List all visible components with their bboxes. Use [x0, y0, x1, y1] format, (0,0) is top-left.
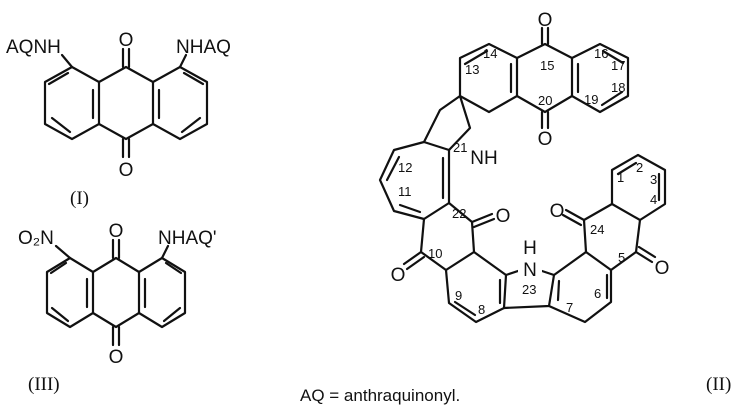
I-oxygen-bottom: O	[119, 160, 134, 181]
II-num-15: 15	[540, 58, 554, 73]
I-substituent-right: NHAQ	[176, 37, 231, 58]
II-oxygen-15: O	[538, 10, 553, 31]
II-num-18: 18	[611, 80, 625, 95]
II-num-14: 14	[483, 46, 497, 61]
II-num-9: 9	[455, 288, 462, 303]
II-num-16: 16	[594, 46, 608, 61]
figure-caption: AQ = anthraquinonyl.	[300, 386, 460, 405]
II-oxygen-5: O	[655, 258, 670, 279]
III-substituent-left: O₂N	[18, 228, 54, 249]
structure-II: O O O O O O NH H N 1 2 3 4 5 6 7 8 9 10 …	[378, 10, 731, 395]
III-substituent-right: NHAQ'	[158, 228, 217, 249]
II-num-23: 23	[522, 282, 536, 297]
II-oxygen-10: O	[391, 265, 406, 286]
II-num-19: 19	[584, 92, 598, 107]
II-label: (II)	[706, 374, 731, 395]
II-num-2: 2	[636, 160, 643, 175]
structure-I: O O AQNH NHAQ (I)	[6, 30, 231, 209]
II-n-23: N	[523, 260, 537, 281]
II-num-17: 17	[611, 58, 625, 73]
II-oxygen-20: O	[538, 129, 553, 150]
structure-III: O O O₂N NHAQ' (III)	[18, 221, 217, 395]
II-num-7: 7	[566, 300, 573, 315]
I-oxygen-top: O	[119, 30, 134, 51]
II-num-12: 12	[398, 160, 412, 175]
II-num-22: 22	[452, 206, 466, 221]
II-nh-21: NH	[470, 148, 497, 169]
III-oxygen-top: O	[109, 221, 124, 242]
II-num-3: 3	[650, 172, 657, 187]
II-oxygen-24: O	[550, 201, 565, 222]
II-h-23: H	[523, 238, 537, 259]
II-num-20: 20	[538, 93, 552, 108]
II-num-13: 13	[465, 62, 479, 77]
II-num-5: 5	[618, 250, 625, 265]
I-substituent-left: AQNH	[6, 37, 61, 58]
II-num-6: 6	[594, 286, 601, 301]
II-num-21: 21	[453, 140, 467, 155]
II-num-11: 11	[398, 184, 412, 199]
II-num-24: 24	[590, 222, 604, 237]
III-label: (III)	[28, 374, 60, 395]
II-oxygen-22: O	[496, 206, 511, 227]
II-num-4: 4	[650, 192, 657, 207]
II-num-8: 8	[478, 302, 485, 317]
II-num-1: 1	[617, 170, 624, 185]
I-label: (I)	[70, 188, 89, 209]
II-num-10: 10	[428, 246, 442, 261]
III-oxygen-bottom: O	[109, 347, 124, 368]
